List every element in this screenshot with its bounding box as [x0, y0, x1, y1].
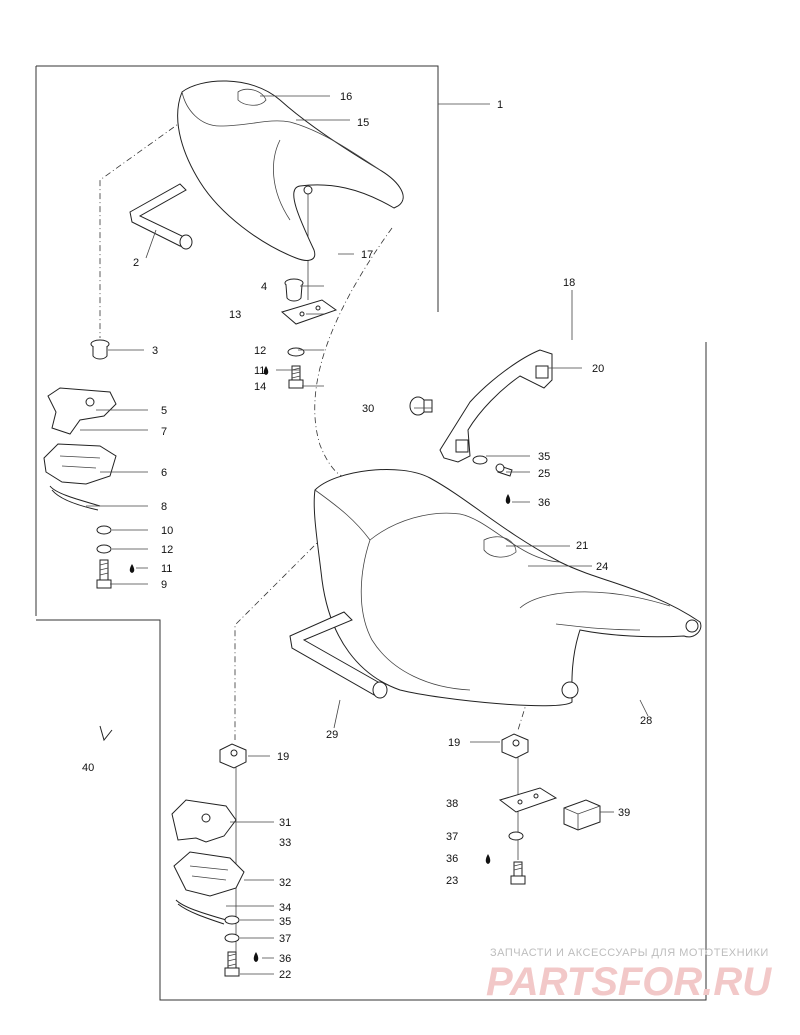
callout-19-left: 19 [277, 751, 289, 763]
callout-labels: 1 16 15 17 2 4 13 3 12 11 14 5 7 6 8 10 … [82, 91, 652, 981]
callout-40: 40 [82, 762, 94, 774]
grab-rail-20 [439, 349, 553, 463]
rubber-stopper-4 [284, 278, 304, 302]
callout-35-lower: 35 [279, 916, 291, 928]
callout-32: 32 [279, 877, 291, 889]
callout-6: 6 [161, 467, 167, 479]
callout-19-right: 19 [448, 737, 460, 749]
washer-35-upper [472, 455, 488, 465]
callout-37-left: 37 [279, 933, 291, 945]
callout-18: 18 [563, 277, 575, 289]
collar-19-left [219, 743, 247, 769]
callout-28: 28 [640, 715, 652, 727]
callout-17: 17 [361, 249, 373, 261]
washer-10 [96, 525, 112, 535]
callout-14: 14 [254, 381, 266, 393]
latch-base-32 [173, 851, 245, 897]
callout-25: 25 [538, 468, 550, 480]
callout-11-upper: 11 [254, 365, 265, 377]
callout-29: 29 [326, 729, 338, 741]
callout-31: 31 [279, 817, 291, 829]
callout-35-upper: 35 [538, 451, 550, 463]
callout-5: 5 [161, 405, 167, 417]
callout-11-lower: 11 [161, 563, 172, 575]
callout-20: 20 [592, 363, 604, 375]
callout-12-lower: 12 [161, 544, 173, 556]
washer-12-lower [96, 544, 112, 554]
stopper-30 [409, 396, 433, 416]
callout-13: 13 [229, 309, 241, 321]
bolt-23 [510, 861, 526, 885]
callout-36-upper: 36 [538, 497, 550, 509]
bolt-9 [96, 559, 112, 589]
callout-2: 2 [133, 257, 139, 269]
drop-11-upper [263, 366, 269, 375]
bolt-22 [224, 951, 240, 977]
callout-15: 15 [357, 117, 369, 129]
drop-36-left [253, 952, 259, 962]
drop-36-right [485, 854, 491, 864]
callout-3: 3 [152, 345, 158, 357]
latch-base-6 [43, 443, 117, 485]
callout-10: 10 [161, 525, 173, 537]
washer-37-right [508, 831, 524, 841]
callout-36-right: 36 [446, 853, 458, 865]
callout-23: 23 [446, 875, 458, 887]
passenger-seat [177, 80, 404, 261]
callout-1: 1 [497, 99, 503, 111]
assembly-line-upper-to-lower [314, 227, 393, 479]
bolt-14 [288, 365, 304, 389]
strap-handle-29 [289, 611, 388, 699]
washer-35-lower [224, 915, 240, 925]
latch-plate-31 [171, 799, 237, 843]
callout-4: 4 [261, 281, 267, 293]
callout-8: 8 [161, 501, 167, 513]
lower-group-frame [36, 342, 707, 1001]
cushion-block-39 [563, 799, 601, 831]
callout-34: 34 [279, 902, 291, 914]
callout-39: 39 [618, 807, 630, 819]
callout-21: 21 [576, 540, 588, 552]
assembly-line-upper-left [99, 111, 196, 338]
callout-7: 7 [161, 426, 167, 438]
reference-mark-40 [99, 725, 113, 742]
latch-plate-5 [47, 387, 117, 435]
rider-seat [313, 469, 702, 707]
callout-36-left: 36 [279, 953, 291, 965]
callout-12-upper: 12 [254, 345, 266, 357]
callout-16: 16 [340, 91, 352, 103]
rubber-stopper-3 [90, 339, 110, 360]
plate-38 [498, 787, 558, 813]
collar-19-right [501, 733, 529, 759]
callout-37-right: 37 [446, 831, 458, 843]
washer-12-upper [287, 347, 305, 357]
rider-seat-foam-pad [483, 536, 517, 558]
strap-handle-2 [129, 183, 193, 250]
drop-36-upper [505, 494, 511, 504]
callout-38: 38 [446, 798, 458, 810]
plate-13 [280, 299, 338, 325]
spring-34 [175, 899, 227, 925]
leader-lines [80, 95, 649, 975]
callout-33: 33 [279, 837, 291, 849]
drop-11-lower [129, 564, 135, 573]
screw-25 [495, 463, 513, 477]
callout-9: 9 [161, 579, 167, 591]
callout-24: 24 [596, 561, 608, 573]
watermark-tagline: ЗАПЧАСТИ И АКСЕССУАРЫ ДЛЯ МОТОТЕХНИКИ [490, 947, 769, 959]
upper-group-frame [35, 65, 439, 616]
callout-30: 30 [362, 403, 374, 415]
watermark-brand: PARTSFOR.RU [486, 960, 772, 1004]
washer-37-left [224, 933, 240, 943]
spring-8 [49, 485, 101, 511]
seat-foam-pad [237, 88, 267, 106]
callout-22: 22 [279, 969, 291, 981]
